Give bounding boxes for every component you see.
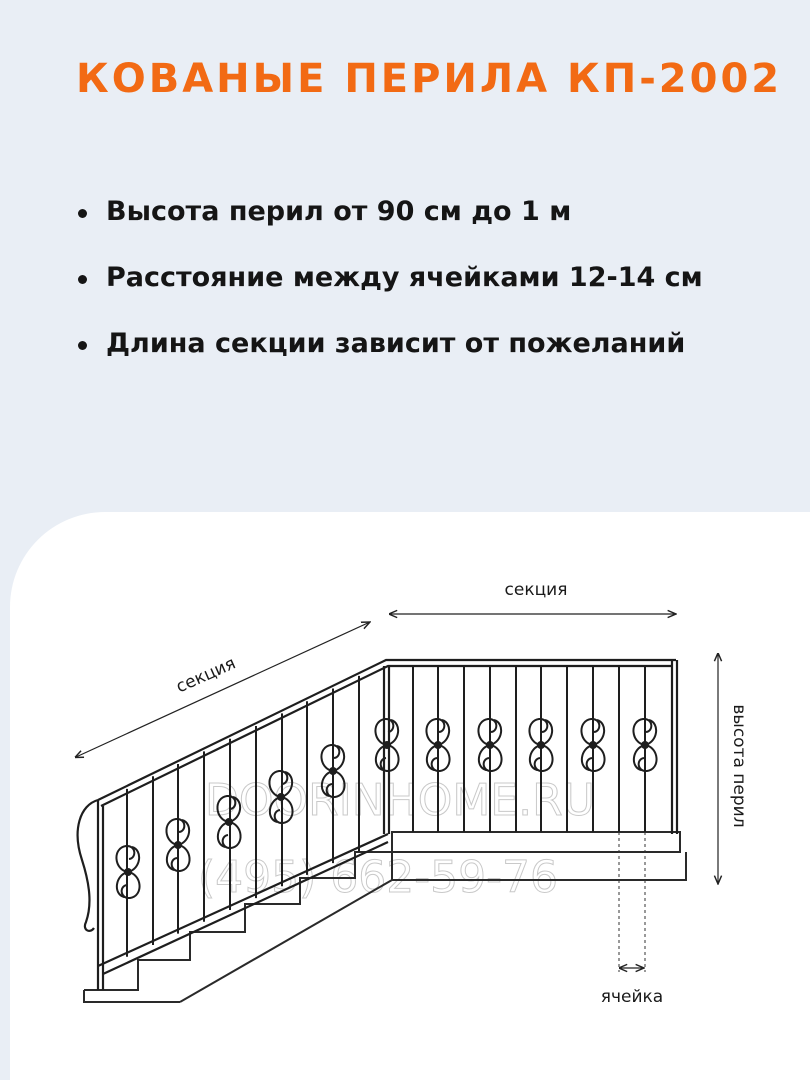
label-cell: ячейка	[601, 987, 663, 1007]
scroll-ornament	[425, 717, 451, 773]
feature-section-length: Длина секции зависит от пожеланий	[78, 328, 703, 394]
dimension-cell: ячейка	[601, 832, 663, 1007]
feature-cell-spacing: Расстояние между ячейками 12-14 см	[78, 262, 703, 328]
scroll-ornament	[580, 717, 606, 773]
scroll-ornament	[374, 717, 400, 773]
label-height: высота перил	[729, 704, 749, 827]
label-section-flat: секция	[505, 580, 568, 600]
dimension-height: высота перил	[718, 654, 749, 884]
scroll-ornament	[165, 817, 191, 873]
scroll-ornament	[216, 794, 242, 850]
features-list: Высота перил от 90 см до 1 м Расстояние …	[78, 196, 703, 394]
watermark-site: DOORINHOME.RU	[205, 775, 595, 826]
scroll-ornament	[477, 717, 503, 773]
watermark-phone: (495) 662-59-76	[198, 852, 558, 903]
stairs	[83, 831, 687, 1003]
scroll-ornament	[115, 844, 141, 900]
page-title: КОВАНЫЕ ПЕРИЛА КП-2002	[76, 56, 783, 102]
dimension-flat-section: секция	[390, 580, 676, 614]
feature-height: Высота перил от 90 см до 1 м	[78, 196, 703, 262]
scroll-ornament	[528, 717, 554, 773]
scroll-ornament	[632, 717, 658, 773]
label-section-sloped: секция	[173, 654, 239, 698]
scroll-ornament	[268, 769, 294, 825]
